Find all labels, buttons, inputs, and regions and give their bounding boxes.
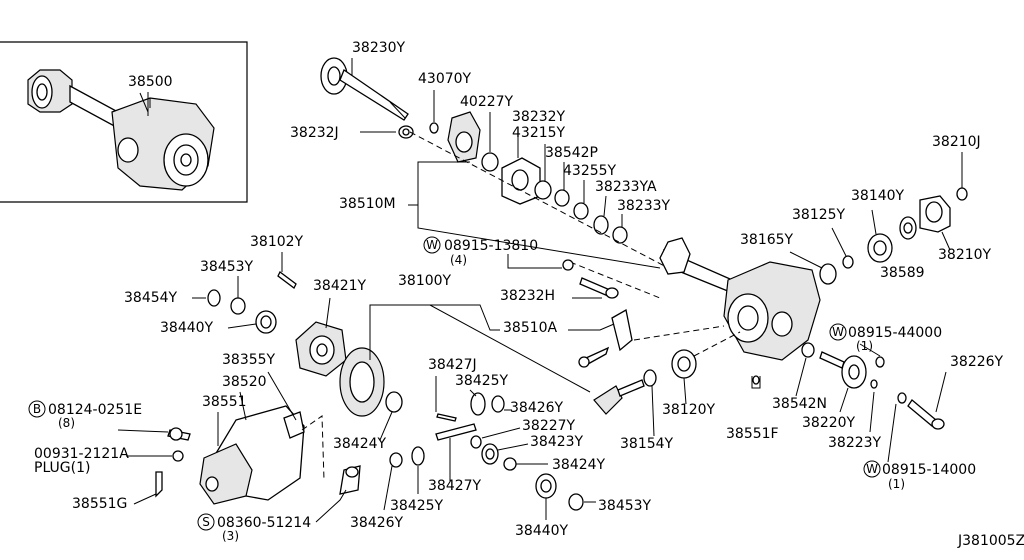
callout-38424Y-a: 38424Y: [333, 436, 387, 452]
callout-plug: PLUG(1): [34, 460, 90, 476]
callout-38210Y: 38210Y: [938, 247, 992, 263]
seal-plate-drawing: [501, 128, 628, 244]
callout-38426Y-a: 38426Y: [510, 400, 564, 416]
callout-38425Y-b: 38425Y: [390, 498, 444, 514]
callout-38510M: 38510M: [339, 196, 396, 212]
callout-38440Y-a: 38440Y: [160, 320, 214, 336]
callout-38589: 38589: [880, 265, 925, 281]
bracket-38510A-drawing: [418, 304, 725, 368]
callout-38232Y: 38232Y: [512, 109, 566, 125]
callout-08915-44000: 08915-44000: [848, 325, 942, 341]
callout-38220Y: 38220Y: [802, 415, 856, 431]
washer-bolt-drawing: [507, 254, 619, 299]
callout-38165Y: 38165Y: [740, 232, 794, 248]
drive-pinion-drawing: [593, 379, 645, 415]
callout-38542P: 38542P: [545, 145, 598, 161]
callout-00931-2121A: 00931-2121A: [34, 446, 129, 462]
callout-38551F: 38551F: [726, 426, 779, 442]
callout-38426Y-b: 38426Y: [350, 515, 404, 531]
callout-38100Y: 38100Y: [398, 273, 452, 289]
callout-08124-0251E-q: (8): [58, 416, 75, 430]
circled-s-symbol: S: [197, 513, 215, 531]
callout-38427J: 38427J: [428, 357, 477, 373]
rear-cover-drawing: [199, 371, 325, 505]
callout-38140Y: 38140Y: [851, 188, 905, 204]
pinion-flange-parts-drawing: [789, 152, 968, 285]
bearing-cage-drawing: [447, 111, 499, 172]
ring-gear-drawing: [339, 347, 385, 417]
callout-08360-51214-q: (3): [222, 529, 239, 543]
svg-text:W: W: [426, 238, 438, 252]
companion-flange-drawing: [795, 342, 947, 463]
callout-38421Y: 38421Y: [313, 278, 367, 294]
callout-38551G: 38551G: [72, 496, 127, 512]
diff-case-drawing: [192, 252, 347, 377]
callout-38230Y: 38230Y: [352, 40, 406, 56]
circled-w-symbol: W: [863, 460, 881, 478]
callout-38120Y: 38120Y: [662, 402, 716, 418]
callout-38210J: 38210J: [932, 134, 981, 150]
callout-08915-13810: 08915-13810: [444, 238, 538, 254]
callout-38424Y-b: 38424Y: [552, 457, 606, 473]
svg-text:B: B: [33, 402, 41, 416]
callout-43070Y: 43070Y: [418, 71, 472, 87]
callout-08124-0251E: 08124-0251E: [48, 402, 142, 418]
callout-38453Y-a: 38453Y: [200, 259, 254, 275]
callout-38423Y: 38423Y: [530, 434, 584, 450]
callout-08915-13810-q: (4): [450, 253, 467, 267]
callout-38510A: 38510A: [503, 320, 558, 336]
axle-shaft-drawing: [320, 57, 409, 121]
callout-43255Y: 43255Y: [563, 163, 617, 179]
callout-38425Y-a: 38425Y: [455, 373, 509, 389]
callout-38551: 38551: [202, 394, 247, 410]
callout-08915-44000-q: (1): [856, 339, 873, 353]
axle-assembly-inset-drawing: [27, 69, 215, 191]
leader-38100Y: [369, 304, 591, 393]
callout-38427Y: 38427Y: [428, 478, 482, 494]
callout-38227Y: 38227Y: [522, 418, 576, 434]
inset-frame: [0, 41, 248, 203]
callout-38520: 38520: [222, 374, 267, 390]
callout-38500: 38500: [128, 74, 173, 90]
pinion-bearings-drawing: [643, 331, 741, 437]
circled-symbols: W W B S W: [28, 236, 881, 531]
callout-38232J: 38232J: [290, 125, 339, 141]
ring-43070Y-drawing: [429, 122, 439, 134]
circled-b-symbol: B: [28, 400, 46, 418]
cover-fasteners-drawing: [117, 427, 361, 523]
callout-38125Y: 38125Y: [792, 207, 846, 223]
leader-38510M: [408, 161, 661, 269]
callout-38233YA: 38233YA: [595, 179, 657, 195]
callout-38233Y: 38233Y: [617, 198, 671, 214]
callout-38102Y: 38102Y: [250, 234, 304, 250]
callout-43215Y: 43215Y: [512, 125, 566, 141]
circled-w-symbol: W: [423, 236, 441, 254]
callout-38232H: 38232H: [500, 288, 555, 304]
nut-38232J-drawing: [360, 125, 414, 139]
callout-38542N: 38542N: [772, 396, 827, 412]
svg-text:W: W: [866, 462, 878, 476]
callout-08915-14000: 08915-14000: [882, 462, 976, 478]
callout-40227Y: 40227Y: [460, 94, 514, 110]
callout-J381005Z: J381005Z: [957, 533, 1024, 549]
callout-08915-14000-q: (1): [888, 477, 905, 491]
svg-text:S: S: [202, 515, 210, 529]
callout-38355Y: 38355Y: [222, 352, 276, 368]
axle-housing-drawing: [659, 237, 821, 389]
callout-38226Y: 38226Y: [950, 354, 1004, 370]
callout-38223Y: 38223Y: [828, 435, 882, 451]
svg-text:W: W: [832, 325, 844, 339]
diff-gears-drawing: [379, 376, 596, 520]
callout-38454Y: 38454Y: [124, 290, 178, 306]
circled-w-symbol: W: [829, 323, 847, 341]
callout-38154Y: 38154Y: [620, 436, 674, 452]
callout-08360-51214: 08360-51214: [217, 515, 311, 531]
callout-38440Y-b: 38440Y: [515, 523, 569, 539]
callout-38453Y-b: 38453Y: [598, 498, 652, 514]
